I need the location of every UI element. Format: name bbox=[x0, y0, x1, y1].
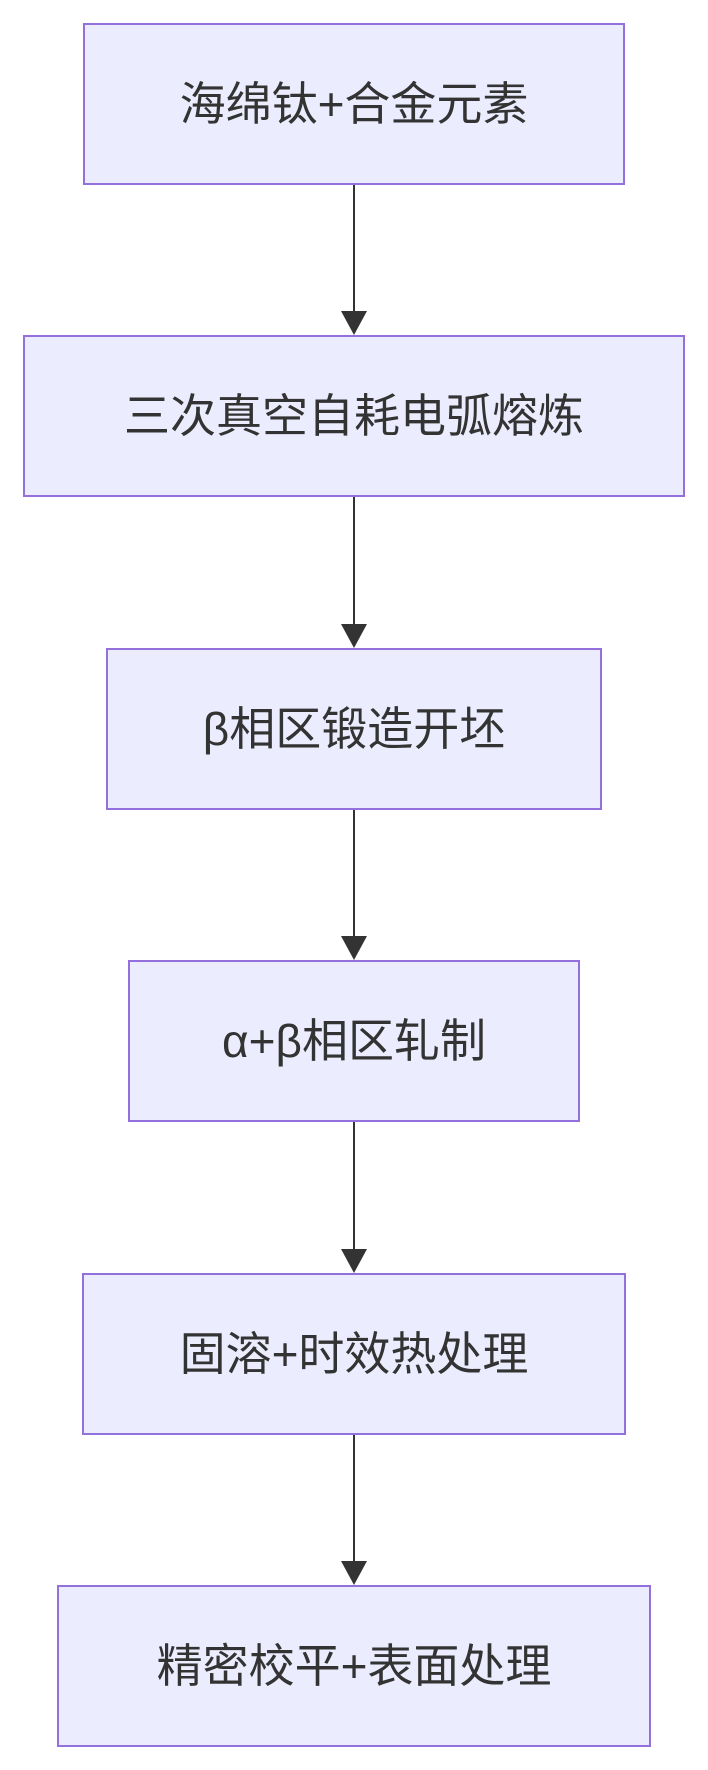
flow-node-1-label: 海绵钛+合金元素 bbox=[179, 78, 529, 130]
flow-node-4-label: α+β相区轧制 bbox=[222, 1015, 486, 1067]
arrowhead-icon bbox=[341, 936, 367, 960]
flow-node-3: β相区锻造开坯 bbox=[106, 648, 602, 810]
flow-node-5-label: 固溶+时效热处理 bbox=[179, 1328, 529, 1380]
flow-node-5: 固溶+时效热处理 bbox=[82, 1273, 626, 1435]
arrow-1 bbox=[341, 185, 367, 335]
arrow-line bbox=[352, 1122, 356, 1249]
arrow-line bbox=[352, 185, 356, 311]
arrow-4 bbox=[341, 1122, 367, 1273]
arrowhead-icon bbox=[341, 1561, 367, 1585]
arrow-line bbox=[352, 497, 356, 624]
flow-node-6: 精密校平+表面处理 bbox=[57, 1585, 651, 1747]
arrowhead-icon bbox=[341, 1249, 367, 1273]
arrowhead-icon bbox=[341, 311, 367, 335]
arrow-line bbox=[352, 810, 356, 936]
arrow-3 bbox=[341, 810, 367, 960]
arrow-5 bbox=[341, 1435, 367, 1585]
arrowhead-icon bbox=[341, 624, 367, 648]
flow-node-6-label: 精密校平+表面处理 bbox=[156, 1640, 552, 1692]
arrow-2 bbox=[341, 497, 367, 648]
flow-node-2-label: 三次真空自耗电弧熔炼 bbox=[124, 390, 584, 442]
flow-node-3-label: β相区锻造开坯 bbox=[202, 703, 506, 755]
flow-node-1: 海绵钛+合金元素 bbox=[83, 23, 625, 185]
flow-node-4: α+β相区轧制 bbox=[128, 960, 580, 1122]
arrow-line bbox=[352, 1435, 356, 1561]
flow-node-2: 三次真空自耗电弧熔炼 bbox=[23, 335, 685, 497]
